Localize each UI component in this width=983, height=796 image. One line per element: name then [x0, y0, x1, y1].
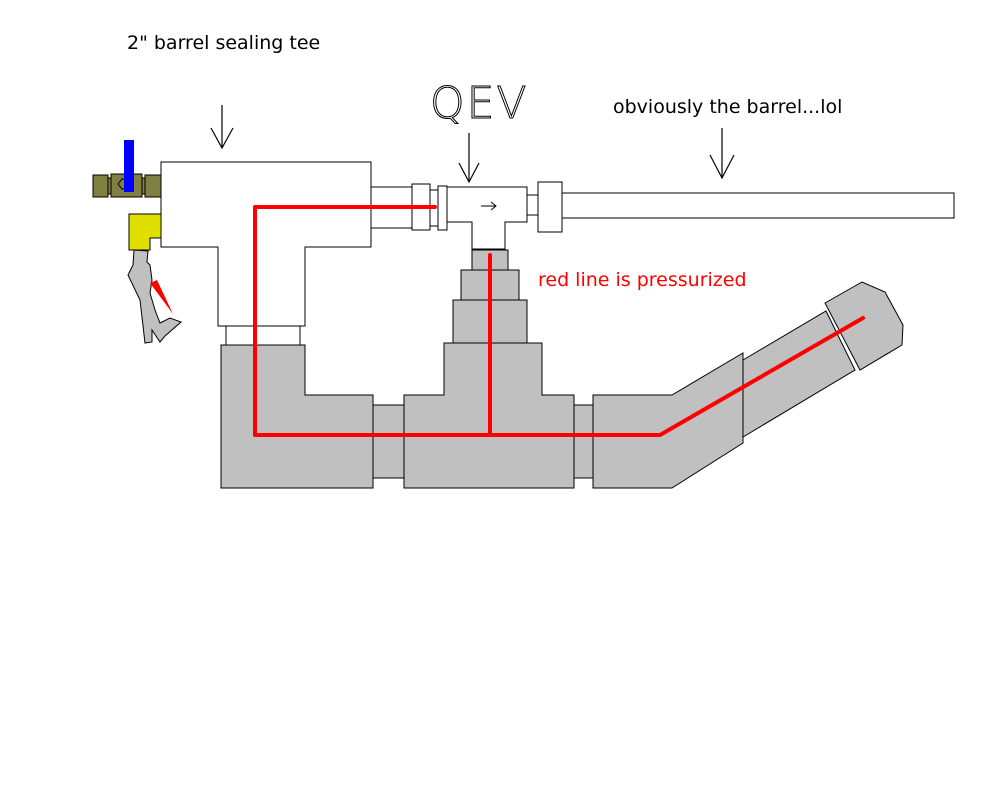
chamber-coupler-left: [372, 404, 405, 479]
pressurized-line: [253, 205, 865, 437]
barrel-sealing-tee: [160, 161, 372, 327]
tee-coupler: [225, 325, 301, 346]
pressure-note: red line is pressurized: [538, 269, 747, 291]
chamber-45-elbow: [592, 352, 744, 489]
tee-label: 2" barrel sealing tee: [127, 32, 321, 54]
qev-label: QEV: [430, 78, 529, 130]
barrel-pointer-arrow-icon: [709, 128, 735, 180]
yellow-elbow: [128, 213, 162, 251]
barrel-label: obviously the barrel...lol: [613, 96, 843, 118]
chamber-angled-pipe: [742, 310, 856, 438]
tee-pointer-arrow-icon: [210, 105, 234, 150]
barrel-coupler: [537, 181, 563, 233]
flow-arrow-icon: [481, 201, 497, 211]
qev-outlet: [526, 194, 539, 216]
qev-pointer-arrow-icon: [458, 133, 480, 184]
barrel: [561, 192, 955, 219]
chamber-coupler-right: [573, 404, 594, 479]
valve-handle[interactable]: [124, 140, 134, 192]
trigger-handle[interactable]: [127, 249, 182, 344]
union-nut-right: [437, 185, 448, 231]
chamber-elbow: [220, 344, 374, 489]
chamber-end-cap: [824, 281, 904, 371]
qev-body: [446, 186, 528, 250]
trigger-red-tip: [150, 280, 173, 314]
